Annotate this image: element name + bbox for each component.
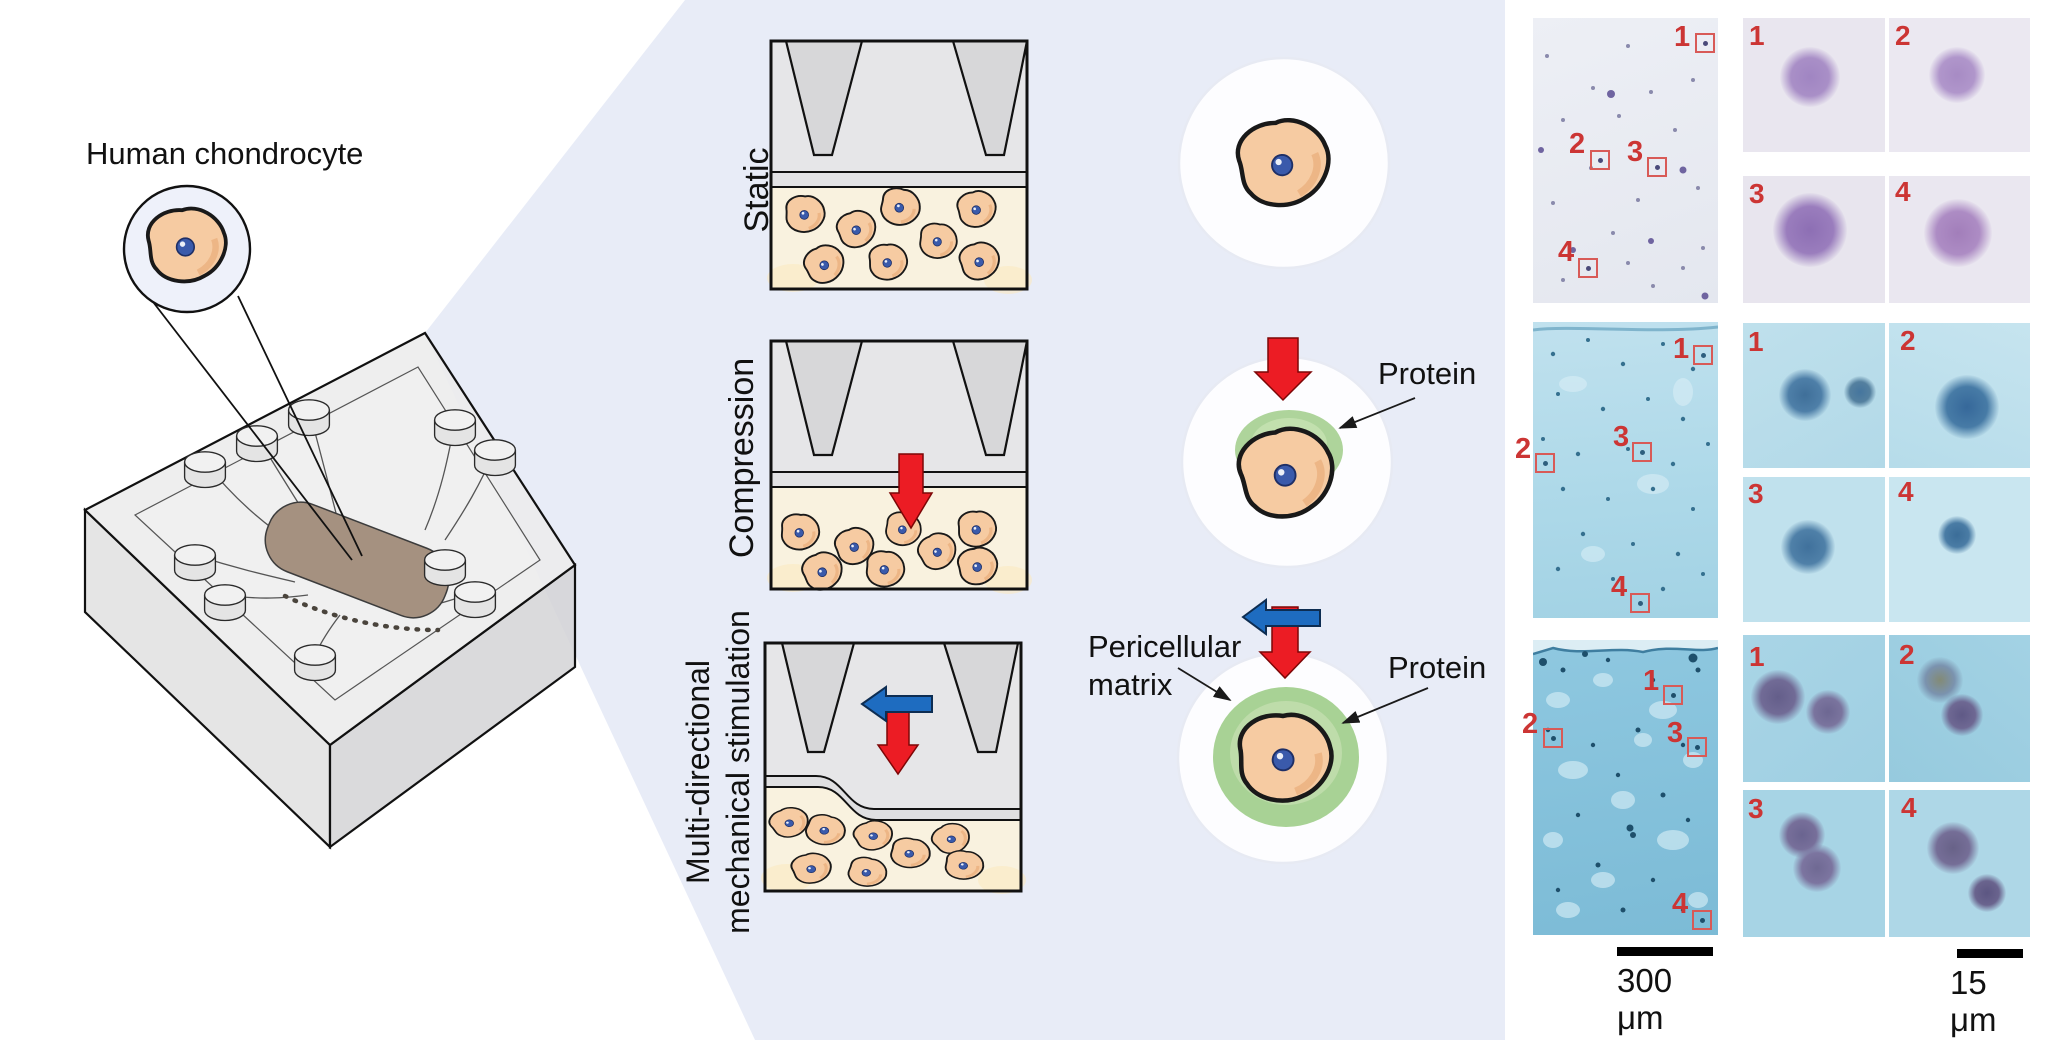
scalebar-unit: μm [1950, 1001, 1997, 1038]
pericellular-line1: Pericellular [1088, 629, 1242, 664]
histology-overview-compression: 1 2 3 4 [1515, 322, 1718, 618]
marker-number: 2 [1522, 708, 1539, 740]
marker-number: 3 [1613, 421, 1630, 453]
zoom-number: 2 [1895, 20, 1911, 51]
marker-number: 1 [1673, 333, 1690, 365]
marker-box [1535, 453, 1555, 473]
result-circle-compression [1180, 337, 1416, 569]
marker-box [1543, 728, 1563, 748]
marker-number: 2 [1569, 128, 1586, 160]
compression-arrow-icon [1253, 337, 1313, 402]
zoom-number: 3 [1749, 178, 1765, 209]
protein-label-compression: Protein [1378, 356, 1477, 391]
scalebar-line [1957, 949, 2023, 958]
marker-box [1692, 910, 1712, 930]
marker-number: 3 [1627, 136, 1644, 168]
speckles [1533, 640, 1718, 918]
condition-label-compression: Compression [722, 343, 762, 573]
zoom-number: 1 [1748, 326, 1764, 357]
scalebar-value: 300 [1617, 962, 1673, 999]
zoom-number: 3 [1748, 478, 1764, 509]
marker-box [1590, 150, 1610, 170]
pericellular-line2: matrix [1088, 667, 1173, 702]
membrane [770, 171, 1028, 188]
chip-culture-chamber [264, 501, 450, 619]
schematic-panel-static [767, 39, 1032, 294]
protein-pointer-arrow [1341, 687, 1429, 724]
marker-box [1663, 685, 1683, 705]
marker-number: 4 [1611, 571, 1628, 603]
histology-overview-multidirectional: 1 2 3 4 [1522, 640, 1718, 935]
microfluidic-chip-illustration [83, 331, 577, 850]
shear-arrow-icon [860, 685, 933, 723]
zoom-number: 4 [1898, 476, 1914, 507]
scalebar-line [1617, 947, 1713, 956]
marker-box [1630, 593, 1650, 613]
result-circle-multidirectional [1176, 598, 1429, 865]
marker-number: 4 [1672, 888, 1689, 920]
condition-label-multidirectional: Multi-directional mechanical stimulation [676, 607, 760, 937]
marker-number: 2 [1515, 433, 1532, 465]
protein-pointer-arrow [1338, 397, 1416, 429]
condition-label-text: mechanical stimulation [720, 610, 756, 934]
shear-arrow-icon [1241, 598, 1321, 636]
scalebar-overview: 300 μm [1617, 947, 1713, 1038]
schematic-panel-compression [767, 339, 1032, 596]
zoom-number: 4 [1895, 176, 1911, 207]
marker-number: 4 [1558, 236, 1575, 268]
zoom-number: 4 [1901, 792, 1917, 823]
zoom-number: 1 [1749, 20, 1765, 51]
condition-label-text: Compression [723, 357, 761, 559]
speckles [1538, 44, 1709, 300]
speckles [1533, 325, 1718, 592]
zoom-number: 2 [1900, 325, 1916, 356]
marker-box [1695, 33, 1715, 53]
marker-box [1693, 345, 1713, 365]
histology-overview-static: 1 2 3 4 [1533, 18, 1718, 303]
marker-box [1578, 258, 1598, 278]
result-circle-static [1177, 56, 1391, 270]
marker-box [1687, 737, 1707, 757]
marker-number: 1 [1674, 21, 1691, 53]
scalebar-value: 15 [1950, 964, 1987, 1001]
marker-number: 3 [1667, 717, 1684, 749]
zoom-number: 2 [1899, 639, 1915, 670]
protein-label-multidirectional: Protein [1388, 650, 1487, 685]
marker-box [1647, 157, 1667, 177]
marker-box [1632, 442, 1652, 462]
pericellular-matrix-label: Pericellular matrix [1088, 628, 1241, 704]
chondrocyte-cell-icon [148, 209, 226, 282]
compression-arrow-icon [888, 453, 934, 530]
histology-zoom-static: 1 2 3 4 [1743, 18, 2030, 303]
scalebar-zoom: 15 μm [1950, 949, 2023, 1040]
histology-zoom-multidirectional: 1 2 3 4 [1743, 635, 2030, 937]
zoom-number: 3 [1748, 793, 1764, 824]
zoom-number: 1 [1749, 641, 1765, 672]
chondrocyte-magnifier [122, 184, 363, 561]
human-chondrocyte-label: Human chondrocyte [86, 136, 364, 171]
schematic-panel-multidirectional [761, 641, 1026, 894]
condition-label-text: Multi-directional [680, 659, 716, 885]
condition-label-text: Static [738, 147, 776, 233]
condition-label-static: Static [737, 120, 777, 260]
pericellular-pointer-arrow [1177, 667, 1232, 701]
scalebar-unit: μm [1617, 999, 1664, 1036]
histology-zoom-compression: 1 2 3 4 [1743, 323, 2030, 622]
marker-number: 1 [1643, 665, 1660, 697]
